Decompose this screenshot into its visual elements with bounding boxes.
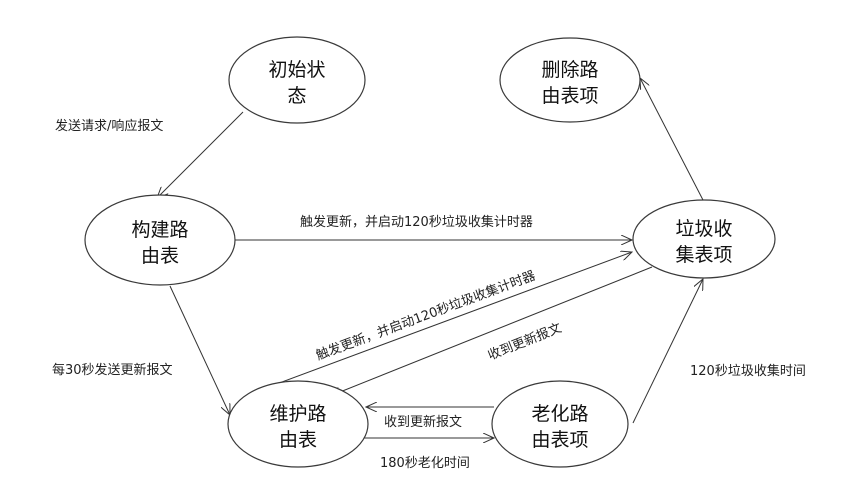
- edge-label-garbage-to-maintain: 收到更新报文: [486, 320, 564, 364]
- node-label-line1: 构建路: [131, 219, 188, 241]
- node-label-line1: 老化路: [531, 403, 588, 425]
- node-label-line2: 由表: [279, 429, 317, 451]
- node-label-line2: 态: [287, 85, 306, 107]
- node-build-route-table: 构建路 由表: [84, 194, 236, 286]
- edge-aging-to-garbage: [632, 279, 703, 424]
- edge-label-aging-to-garbage: 120秒垃圾收集时间: [690, 363, 806, 379]
- node-maintain-route-table: 维护路 由表: [227, 380, 369, 468]
- node-delete-route-entry: 删除路 由表项: [499, 37, 641, 123]
- node-label-line2: 集表项: [675, 244, 732, 266]
- node-label-line2: 由表项: [531, 429, 588, 451]
- node-garbage-collect-entry: 垃圾收 集表项: [632, 199, 776, 279]
- node-label-line2: 由表: [141, 245, 179, 267]
- edge-label-build-to-garbage: 触发更新，并启动120秒垃圾收集计时器: [300, 214, 533, 230]
- node-label-line1: 初始状: [268, 59, 325, 81]
- edge-label-maintain-to-aging: 180秒老化时间: [380, 456, 470, 471]
- node-label-line1: 垃圾收: [675, 218, 732, 240]
- edge-label-initial-to-build: 发送请求/响应报文: [55, 118, 163, 134]
- node-aging-route-entry: 老化路 由表项: [491, 380, 629, 468]
- edge-label-build-to-maintain: 每30秒发送更新报文: [52, 362, 173, 378]
- edge-label-aging-to-maintain: 收到更新报文: [384, 414, 462, 430]
- edge-build-to-maintain: [169, 285, 230, 415]
- node-initial-state: 初始状 态: [228, 36, 366, 124]
- node-label-line1: 删除路: [541, 59, 598, 81]
- edge-garbage-to-delete: [640, 78, 704, 201]
- node-label-line2: 由表项: [541, 85, 598, 107]
- node-label-line1: 维护路: [269, 403, 326, 425]
- edge-maintain-to-garbage: [254, 252, 632, 393]
- edge-initial-to-build: [157, 111, 244, 198]
- edge-garbage-to-maintain: [330, 266, 653, 396]
